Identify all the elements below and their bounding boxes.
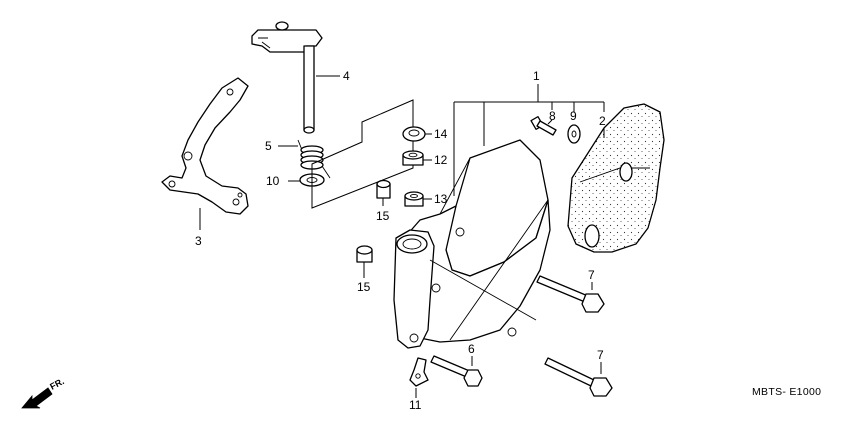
side-cover-pad-part (567, 103, 665, 253)
bracket-part (161, 77, 249, 215)
diagram-code: MBTS- E1000 (752, 386, 821, 398)
callout-5: 5 (265, 139, 272, 153)
bolt-6-part (430, 355, 483, 387)
bearing-13-part (404, 191, 424, 207)
callout-10: 10 (266, 174, 280, 188)
callout-3: 3 (195, 234, 202, 248)
bearing-group-bracket (311, 99, 414, 209)
front-direction-arrow-icon (21, 387, 53, 409)
callout-11: 11 (409, 398, 422, 412)
bearing-12-part (402, 150, 424, 166)
spring-part (297, 139, 331, 179)
left-rear-cover-part (393, 139, 551, 349)
callout-7-upper: 7 (588, 268, 595, 282)
bolt-7-lower-part (544, 357, 613, 397)
callout-6: 6 (468, 342, 475, 356)
shift-arm-part (251, 21, 323, 134)
callout-9: 9 (570, 109, 577, 123)
callout-2: 2 (599, 114, 606, 128)
callout-7-lower: 7 (597, 348, 604, 362)
clip-11-part (409, 357, 429, 387)
collar-15-lower-part (356, 245, 373, 263)
bolt-8-part (530, 116, 557, 136)
callout-1: 1 (533, 69, 540, 83)
leader-lines (199, 75, 605, 398)
callout-15-lower: 15 (357, 280, 371, 294)
callout-14: 14 (434, 127, 448, 141)
seal-14-part (402, 126, 426, 142)
callout-15-upper: 15 (376, 209, 390, 223)
direction-label: FR. (48, 376, 65, 392)
washer-9-part (567, 124, 581, 144)
callout-13: 13 (434, 192, 448, 206)
collar-15-upper-part (376, 179, 391, 199)
callout-4: 4 (343, 69, 350, 83)
callout-12: 12 (434, 153, 448, 167)
callout-8: 8 (549, 109, 556, 123)
bolt-7-upper-part (536, 275, 605, 313)
